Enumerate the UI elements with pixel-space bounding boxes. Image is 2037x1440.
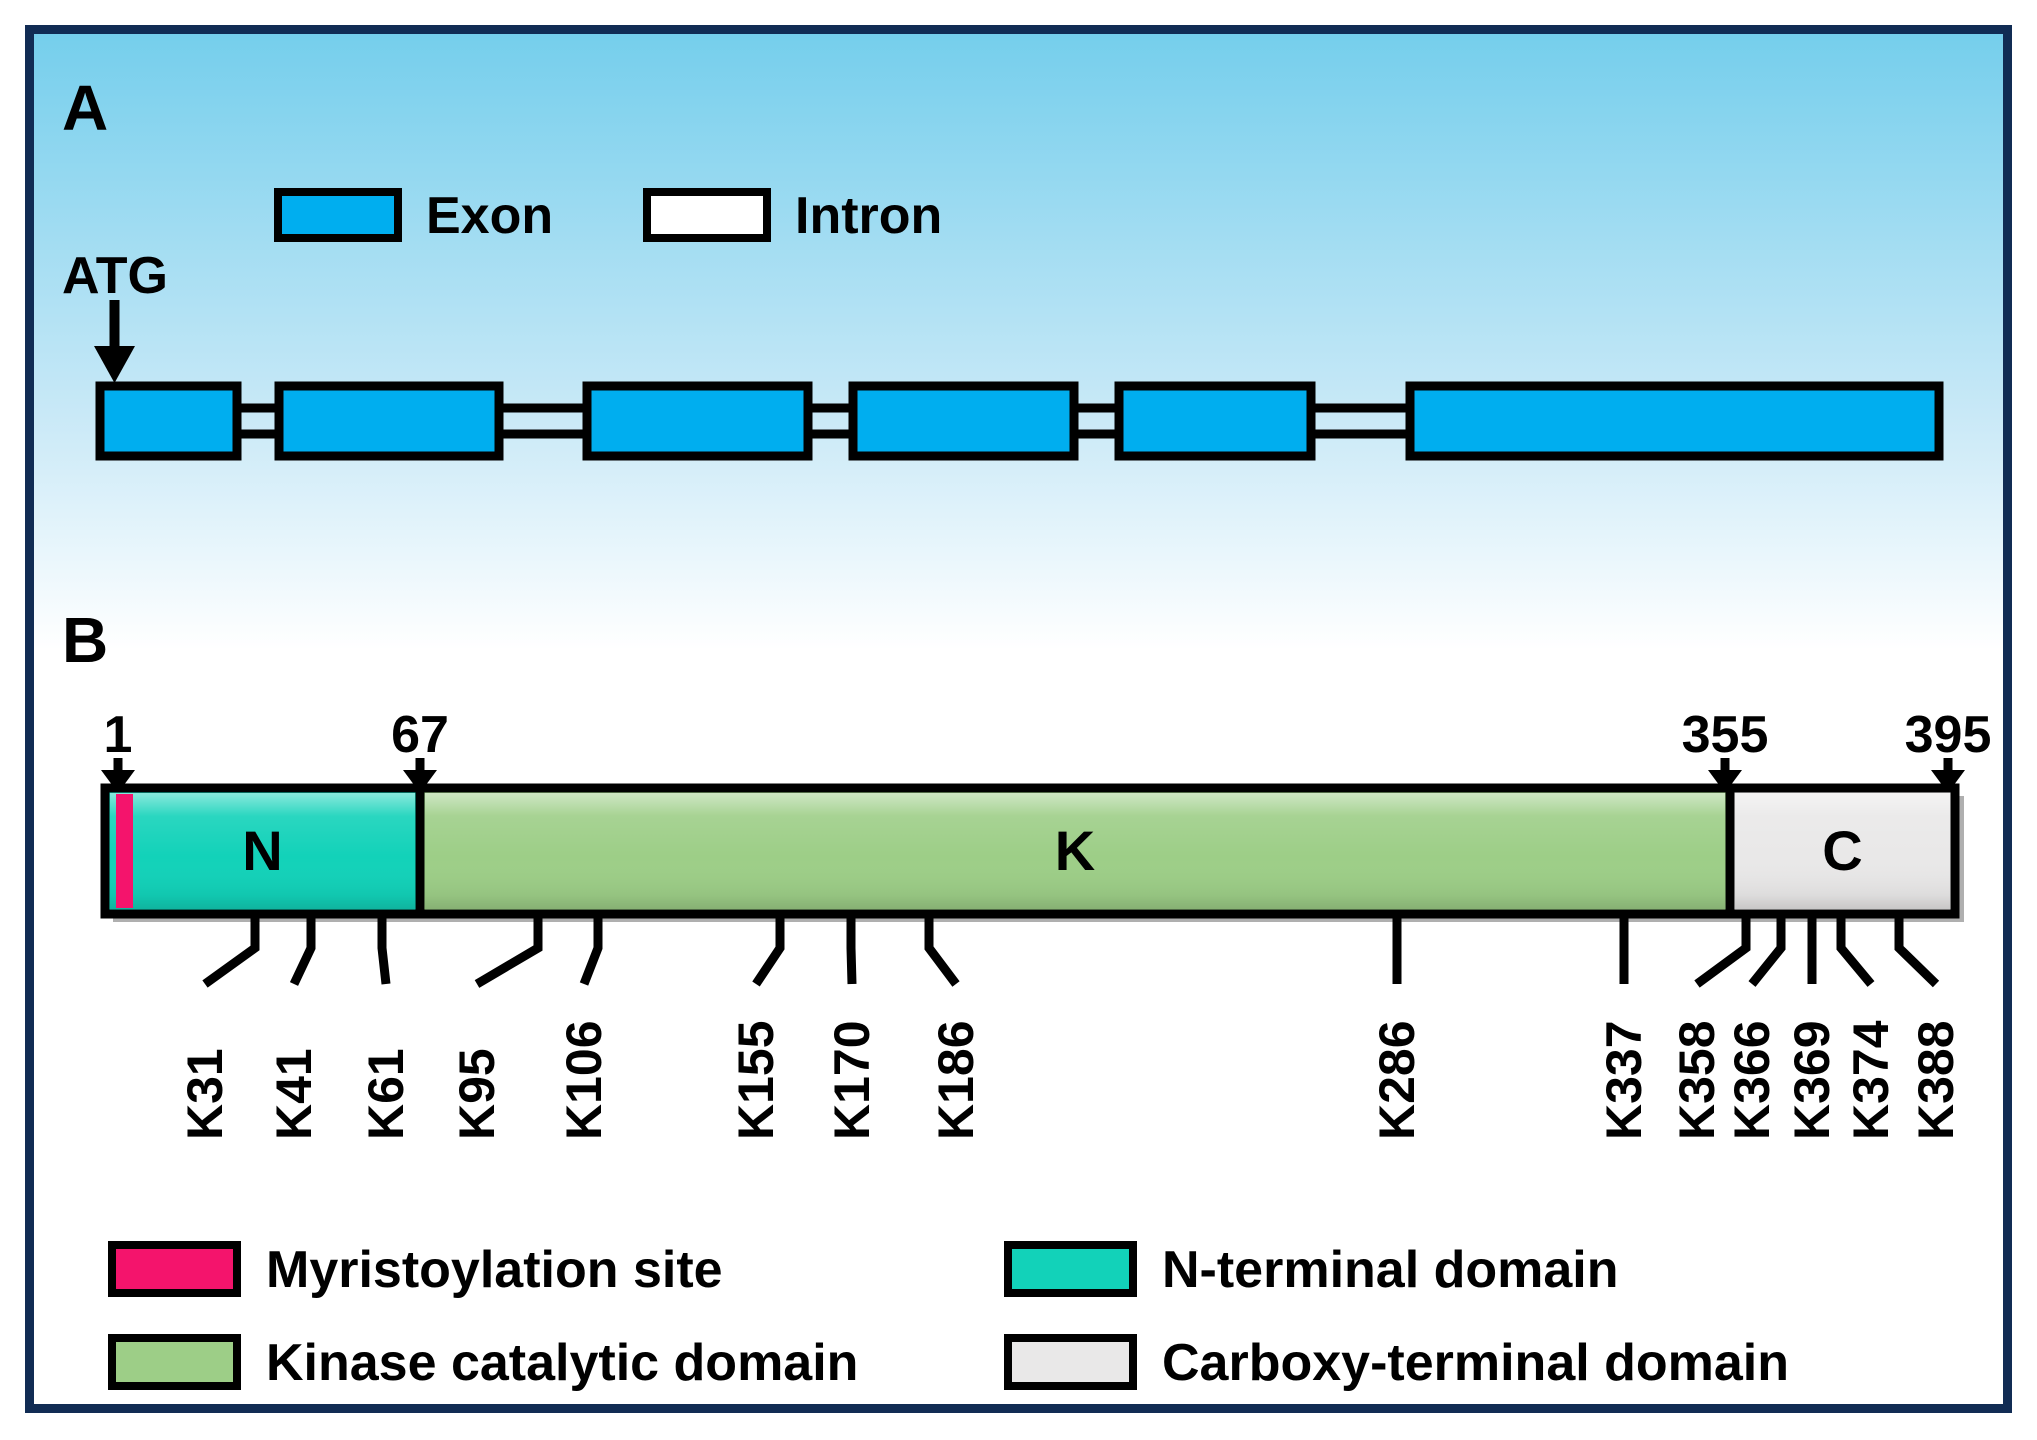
residue-label-K337: K337	[1596, 1020, 1652, 1140]
legend-label-kinase: Kinase catalytic domain	[266, 1334, 858, 1392]
residue-label-K95: K95	[449, 1048, 505, 1140]
domain-letter-K: K	[1055, 819, 1095, 882]
start-codon-label: ATG	[62, 247, 168, 305]
residue-label-K186: K186	[928, 1020, 984, 1140]
residue-label-K106: K106	[556, 1020, 612, 1140]
residue-tick-K366	[1748, 914, 1786, 987]
residue-label-K366: K366	[1724, 1020, 1780, 1140]
exon-segment	[95, 381, 242, 461]
domain-bevel	[110, 793, 415, 909]
position-arrow-head	[1708, 770, 1742, 793]
residue-tick-K31	[202, 914, 260, 988]
intron-legend-swatch	[643, 188, 771, 242]
exon-segment	[274, 381, 504, 461]
residue-label-K170: K170	[824, 1020, 880, 1140]
residue-tick-K170	[846, 914, 857, 985]
position-arrow-head	[1931, 770, 1965, 793]
exon-legend-swatch	[274, 188, 402, 242]
intron-legend-label: Intron	[795, 187, 942, 245]
position-label-67: 67	[391, 706, 449, 764]
panel-b: B 1 67 355 395 N K C K31 K41 K61 K95 K106 K155 K170…	[62, 604, 1991, 1392]
residue-label-K286: K286	[1369, 1020, 1425, 1140]
panel-b-label: B	[62, 604, 108, 676]
legend-swatch-kinase	[108, 1334, 241, 1390]
domain-letter-C: C	[1822, 819, 1862, 882]
position-label-1: 1	[104, 706, 133, 764]
panel-a: A Exon Intron ATG	[62, 72, 1944, 461]
residue-tick-K106	[579, 914, 603, 986]
residue-ticks	[202, 914, 1940, 988]
residue-label-K369: K369	[1784, 1020, 1840, 1140]
residue-tick-K95	[474, 914, 543, 988]
gene-structure-row	[95, 381, 1944, 461]
exon-segment	[582, 381, 813, 461]
residue-tick-K358	[1694, 914, 1751, 988]
residue-tick-K374	[1836, 914, 1875, 987]
legend-swatch-n_terminal	[1004, 1241, 1137, 1297]
domain-letter-N: N	[242, 819, 282, 882]
residue-tick-K388	[1894, 914, 1940, 988]
residue-label-K61: K61	[358, 1048, 414, 1140]
start-codon-arrow	[94, 300, 135, 383]
legend-label-n_terminal: N-terminal domain	[1162, 1241, 1619, 1299]
residue-label-K358: K358	[1669, 1020, 1725, 1140]
exon-legend-label: Exon	[426, 187, 553, 245]
residue-tick-K155	[752, 914, 785, 987]
domain-bevel	[1735, 793, 1950, 909]
residue-label-K31: K31	[177, 1048, 233, 1140]
legend-swatch-c_terminal	[1004, 1334, 1137, 1390]
position-arrow-head	[403, 770, 437, 793]
residue-label-K388: K388	[1908, 1020, 1964, 1140]
domain-bevel	[425, 793, 1725, 909]
legend-swatch-myristoylation	[108, 1241, 241, 1297]
position-label-355: 355	[1682, 706, 1769, 764]
position-markers: 1 67 355 395	[101, 706, 1991, 793]
myristoylation-stripe	[116, 794, 133, 908]
residue-label-K374: K374	[1843, 1020, 1899, 1140]
residue-label-K41: K41	[266, 1048, 322, 1140]
legend-label-c_terminal: Carboxy-terminal domain	[1162, 1334, 1789, 1392]
position-arrow-head	[101, 770, 135, 793]
figure-frame	[25, 25, 2012, 1413]
residue-tick-K41	[289, 914, 316, 986]
exon-segment	[848, 381, 1079, 461]
panel-a-label: A	[62, 72, 108, 144]
residue-tick-K61	[377, 914, 391, 985]
legend-label-myristoylation: Myristoylation site	[266, 1241, 723, 1299]
residue-tick-K186	[924, 914, 960, 987]
position-label-395: 395	[1905, 706, 1992, 764]
residue-labels: K31 K41 K61 K95 K106 K155 K170 K186 K286 K337 K358…	[177, 1020, 1964, 1140]
residue-label-K155: K155	[728, 1020, 784, 1140]
exon-segment	[1405, 381, 1944, 461]
exon-segment	[1114, 381, 1316, 461]
